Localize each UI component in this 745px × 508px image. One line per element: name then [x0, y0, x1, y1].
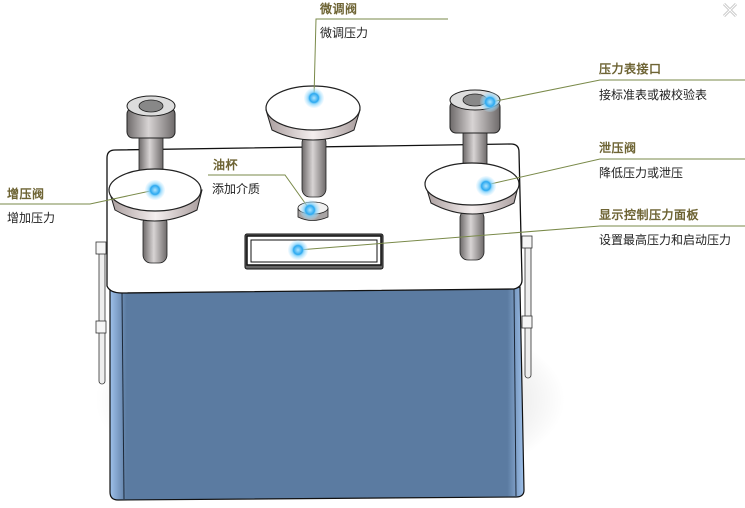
- callout-title-display-panel: 显示控制压力面板: [599, 208, 700, 222]
- left-handle: [95, 241, 107, 385]
- leader-gauge-port: [490, 79, 745, 103]
- hotspot-oil-cup[interactable]: [300, 200, 320, 220]
- callout-desc-display-panel: 设置最高压力和启动压力: [599, 233, 732, 247]
- hotspot-display-panel[interactable]: [288, 240, 308, 260]
- hotspot-release-valve[interactable]: [476, 176, 496, 196]
- right-handle: [521, 235, 533, 379]
- hotspot-fine-valve[interactable]: [304, 88, 324, 108]
- display-panel: [244, 233, 384, 270]
- callout-title-booster-valve: 增压阀: [7, 187, 45, 201]
- callout-title-oil-cup: 油杯: [213, 158, 239, 172]
- release-valve-knob: [424, 162, 520, 261]
- leader-booster-valve: [0, 189, 156, 205]
- close-icon[interactable]: [722, 2, 738, 18]
- leader-release-valve: [485, 158, 745, 186]
- callout-title-fine-valve: 微调阀: [320, 2, 358, 16]
- fine-valve-knob: [265, 85, 361, 198]
- callout-desc-gauge-port: 接标准表或被校验表: [599, 88, 708, 102]
- leader-fine-valve: [313, 18, 448, 98]
- callout-desc-oil-cup: 添加介质: [212, 182, 261, 196]
- callout-desc-booster-valve: 增加压力: [7, 211, 56, 225]
- callout-desc-fine-valve: 微调压力: [320, 26, 369, 40]
- device-body: [109, 286, 525, 501]
- hotspot-booster-valve[interactable]: [145, 180, 165, 200]
- callout-title-release-valve: 泄压阀: [599, 141, 637, 155]
- callout-desc-release-valve: 降低压力或泄压: [599, 166, 684, 180]
- leader-display-panel: [297, 225, 745, 251]
- leader-oil-cup: [208, 174, 311, 211]
- callout-title-gauge-port: 压力表接口: [599, 62, 662, 76]
- leader-lines: [0, 18, 745, 251]
- hotspot-gauge-port[interactable]: [480, 92, 500, 112]
